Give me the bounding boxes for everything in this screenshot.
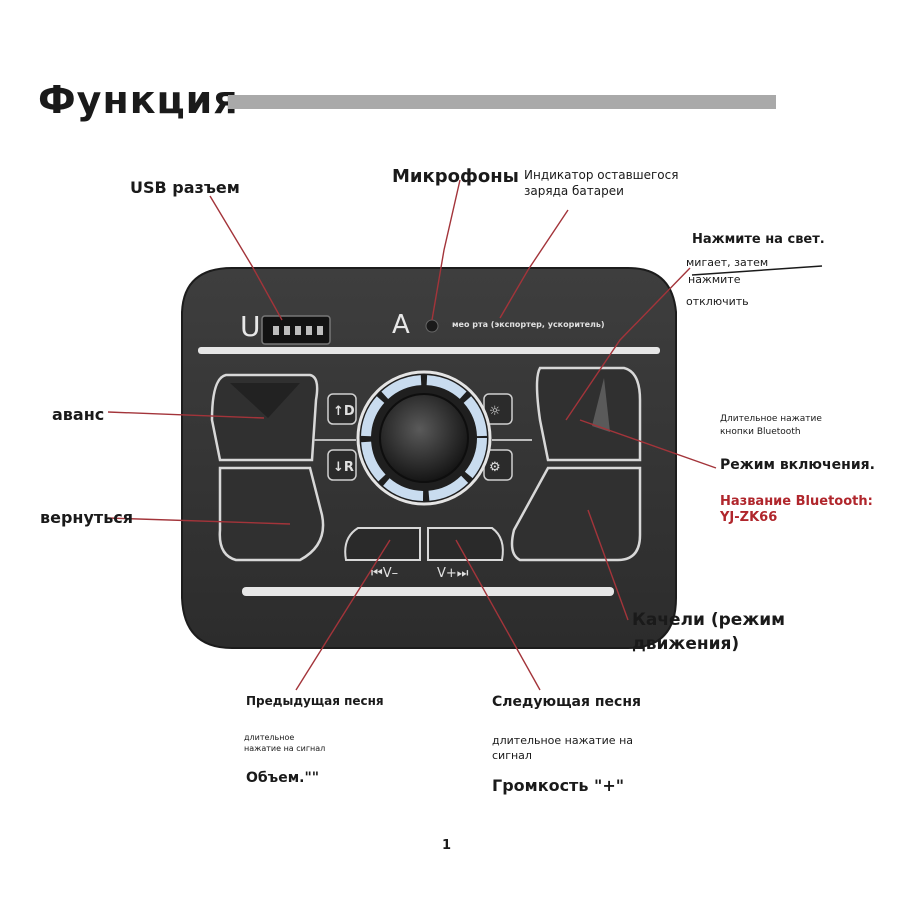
leader-back	[107, 517, 291, 525]
label-prev-line3: нажатие на сигнал	[244, 744, 326, 753]
label-prev-line4: Объем.""	[246, 770, 320, 786]
label-bt-long-line2: кнопки Bluetooth	[720, 427, 801, 437]
label-next-line3: сигнал	[492, 749, 532, 762]
volume-up-button	[427, 527, 504, 561]
label-bt-long-line1: Длительное нажатие	[720, 414, 822, 424]
page-title: Функция	[38, 78, 239, 122]
label-light-line4: отключить	[686, 295, 749, 308]
light-button	[535, 366, 642, 462]
top-light-strip	[198, 347, 660, 354]
label-bt-name-line1: Название Bluetooth:	[720, 494, 873, 509]
page-number: 1	[442, 838, 452, 853]
svg-text:↓R: ↓R	[333, 460, 354, 475]
label-back: вернуться	[40, 508, 134, 527]
control-knob	[379, 393, 469, 483]
microphone-hole	[425, 319, 439, 333]
forward-gear-icon	[327, 393, 357, 425]
label-bt-name-line2: YJ-ZK66	[720, 510, 778, 525]
bottom-light-strip	[242, 587, 614, 596]
volume-down-button	[344, 527, 421, 561]
leader-light	[565, 267, 691, 421]
label-battery-line1: Индикатор оставшегося	[524, 168, 679, 182]
reverse-gear-icon	[327, 449, 357, 481]
device-letter-a: A	[392, 310, 410, 340]
leader-swing	[587, 509, 629, 621]
label-light-line2: мигает, затем	[686, 256, 769, 269]
leader-mic	[431, 179, 461, 321]
label-prev-line1: Предыдущая песня	[246, 694, 384, 708]
label-swing-line1: Качели (режим	[632, 610, 786, 630]
svg-text:☼: ☼	[489, 404, 501, 419]
svg-text:↑D: ↑D	[333, 404, 355, 419]
leader-power	[579, 419, 717, 469]
leader-usb	[209, 195, 283, 321]
swing-button	[510, 466, 642, 562]
label-next-line1: Следующая песня	[492, 694, 641, 710]
leader-advance	[107, 411, 265, 419]
label-light-line1: Нажмите на свет.	[692, 232, 825, 247]
volume-up-label: V+⏭	[437, 566, 469, 581]
title-underline-bar	[228, 95, 776, 109]
label-microphones: Микрофоны	[392, 166, 519, 187]
label-advance: аванс	[52, 405, 105, 424]
leader-battery	[499, 209, 569, 319]
svg-text:⚙: ⚙	[489, 460, 501, 475]
label-light-line3: нажмите	[688, 273, 741, 286]
label-prev-line2: длительное	[244, 733, 295, 742]
leader-prev	[295, 539, 391, 691]
leader-next	[455, 539, 541, 691]
advance-button	[210, 373, 319, 462]
label-battery-line2: заряда батареи	[524, 184, 624, 198]
device-status-text: мео рта (экспортер, ускоритель)	[452, 320, 605, 329]
volume-down-label: ⏮V–	[371, 566, 399, 581]
back-button	[218, 466, 325, 562]
device-letter-u: U	[240, 310, 261, 343]
label-swing-line2: движения)	[632, 634, 740, 654]
label-usb: USB разъем	[130, 178, 240, 197]
label-next-line2: длительное нажатие на	[492, 734, 633, 747]
label-next-line4: Громкость "+"	[492, 776, 625, 795]
label-power-mode: Режим включения.	[720, 457, 875, 473]
